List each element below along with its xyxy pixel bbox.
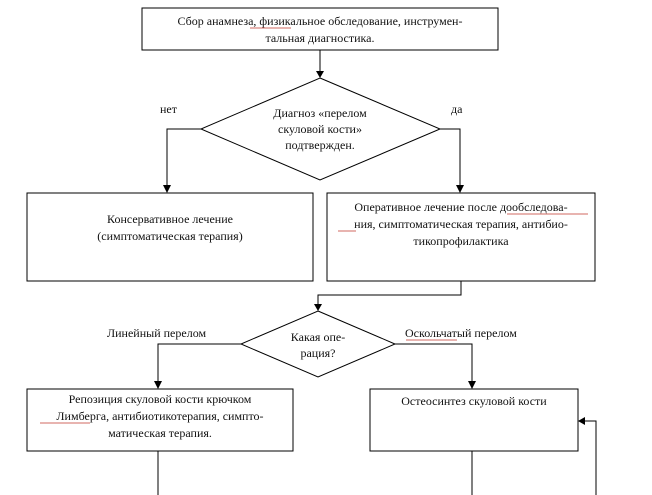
arrowhead-start-to-decision1: [316, 71, 324, 78]
reposition-box: [26, 388, 294, 452]
decision1-text-line2: скуловой кости»: [278, 122, 362, 136]
connector-yes-branch: [440, 128, 461, 186]
decision2-text-line2: рация?: [300, 346, 335, 360]
decision1-no-label: нет: [160, 102, 178, 116]
connector-linear-branch: [157, 343, 241, 382]
conservative-text-line2: (симптоматическая терапия): [97, 229, 242, 243]
operative-treatment-box: [326, 192, 596, 282]
connector-comminuted-branch: [395, 343, 473, 382]
decision1-diamond: [199, 77, 442, 181]
arrowhead-linear-branch: [154, 381, 162, 389]
osteosynthesis-box: [369, 388, 579, 452]
reposition-text-line3: матическая терапия.: [108, 426, 212, 440]
decision1-yes-label: да: [451, 102, 463, 116]
osteosynthesis-text-line1: Остеосинтез скуловой кости: [401, 394, 547, 408]
decision2-text-line1: Какая опе-: [291, 330, 345, 344]
start-box: [141, 7, 499, 51]
arrowhead-yes-branch: [456, 185, 464, 193]
start-text-line1: Сбор анамнеза, физикальное обследование,…: [178, 14, 463, 28]
decision2-diamond: [239, 310, 397, 378]
conservative-treatment-box: [26, 192, 314, 282]
arrowhead-comminuted-branch: [468, 381, 476, 389]
operative-text-line3: тикопрофилактика: [413, 234, 509, 248]
reposition-text-line2: Лимберга, антибиотикотерапия, симпто-: [56, 409, 263, 423]
decision1-text-line1: Диагноз «перелом: [273, 106, 367, 120]
arrowhead-operative-to-decision2: [314, 304, 322, 311]
decision1-text-line3: подтвержден.: [285, 138, 355, 152]
arrowhead-no-branch: [163, 185, 171, 193]
reposition-text-line1: Репозиция скуловой кости крючком: [69, 392, 252, 406]
start-text-line2: тальная диагностика.: [265, 31, 374, 45]
decision2-left-label: Линейный перелом: [107, 326, 206, 340]
conservative-text-line1: Консервативное лечение: [107, 212, 233, 226]
connector-no-branch: [166, 128, 201, 186]
arrowhead-return-to-osteosynthesis: [578, 417, 585, 425]
connector-return-to-osteosynthesis: [584, 420, 597, 495]
decision2-right-label: Оскольчатый перелом: [405, 326, 517, 340]
connector-operative-to-decision2: [317, 281, 462, 305]
operative-text-line1: Оперативное лечение после дообследова-: [354, 200, 567, 214]
operative-text-line2: ния, симптоматическая терапия, антибио-: [354, 217, 568, 231]
